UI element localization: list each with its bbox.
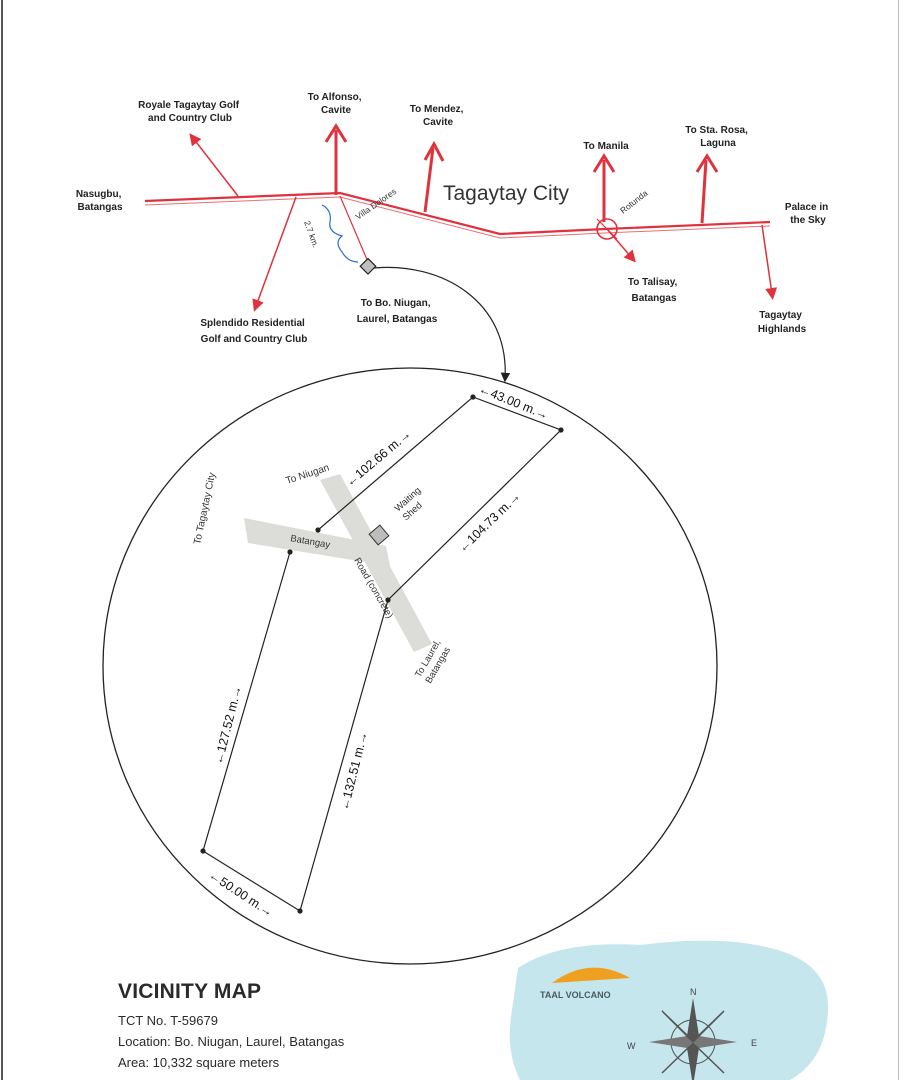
waiting-shed-icon — [368, 524, 390, 546]
compass-rose-icon: N W E — [627, 987, 757, 1080]
label-nasugbu: Nasugbu, Batangas — [76, 189, 124, 213]
label-distance: 2.7 km. — [302, 219, 321, 249]
svg-text:W: W — [627, 1041, 636, 1051]
label-alfonso: To Alfonso, Cavite — [308, 92, 365, 116]
tct-number: TCT No. T-59679 — [118, 1013, 218, 1028]
label-villa-dolores: Villa Dolores — [353, 186, 398, 221]
measure-104: ←104.73 m.→ — [455, 489, 523, 555]
road-royale — [189, 133, 239, 197]
inset-map: To Niugan To Tagaytay City Waiting Shed … — [102, 367, 718, 965]
svg-text:E: E — [751, 1038, 757, 1048]
inset-circle — [102, 367, 718, 965]
batangay-road — [244, 518, 390, 566]
taal-volcano-logo: TAAL VOLCANO N W E — [509, 940, 829, 1080]
property-boundary — [202, 396, 563, 912]
label-niugan: To Bo. Niugan, Laurel, Batangas — [357, 298, 438, 325]
city-label: Tagaytay City — [443, 182, 570, 205]
label-talisay: To Talisay, Batangas — [628, 277, 680, 304]
label-rotunda: Rotunda — [618, 188, 650, 216]
distance-brace — [321, 204, 359, 263]
property-marker — [359, 257, 377, 275]
location-text: Location: Bo. Niugan, Laurel, Batangas — [118, 1034, 345, 1049]
road-sta-rosa — [700, 159, 708, 224]
label-sta-rosa: To Sta. Rosa, Laguna — [685, 125, 750, 149]
main-highway — [144, 191, 771, 236]
volcano-icon — [552, 967, 630, 983]
svg-text:N: N — [690, 987, 697, 997]
top-labels: Royale Tagaytay Golf and Country Club To… — [76, 92, 831, 345]
measure-102: ←102.66 m.→ — [343, 427, 414, 490]
label-to-tagaytay: To Tagaytay City — [192, 472, 218, 546]
measure-50: ←50.00 m.→ — [206, 868, 275, 920]
road-splendido — [252, 196, 297, 312]
road-villa-dolores — [339, 195, 369, 263]
label-palace: Palace in the Sky — [785, 202, 831, 226]
map-title: VICINITY MAP — [118, 980, 262, 1003]
road-highlands — [761, 224, 778, 300]
logo-text: TAAL VOLCANO — [540, 990, 611, 1000]
label-highlands: Tagaytay Highlands — [758, 310, 807, 335]
label-royale: Royale Tagaytay Golf and Country Club — [138, 100, 242, 124]
road-network — [144, 123, 778, 383]
road-mendez — [423, 147, 435, 213]
page-border-right — [898, 0, 899, 1080]
label-manila: To Manila — [583, 141, 629, 152]
label-splendido: Splendido Residential Golf and Country C… — [200, 318, 307, 345]
page-border-left — [1, 0, 3, 1080]
info-block: VICINITY MAP TCT No. T-59679 Location: B… — [118, 980, 344, 1073]
label-mendez: To Mendez, Cavite — [410, 104, 466, 128]
measure-132: ←132.51 m.→ — [337, 730, 370, 812]
concrete-road — [320, 474, 432, 652]
label-waiting-shed: Waiting Shed — [393, 483, 434, 523]
rotunda-icon — [596, 218, 618, 240]
connector-arrow — [373, 266, 511, 383]
area-text: Area: 10,332 square meters — [118, 1055, 280, 1070]
